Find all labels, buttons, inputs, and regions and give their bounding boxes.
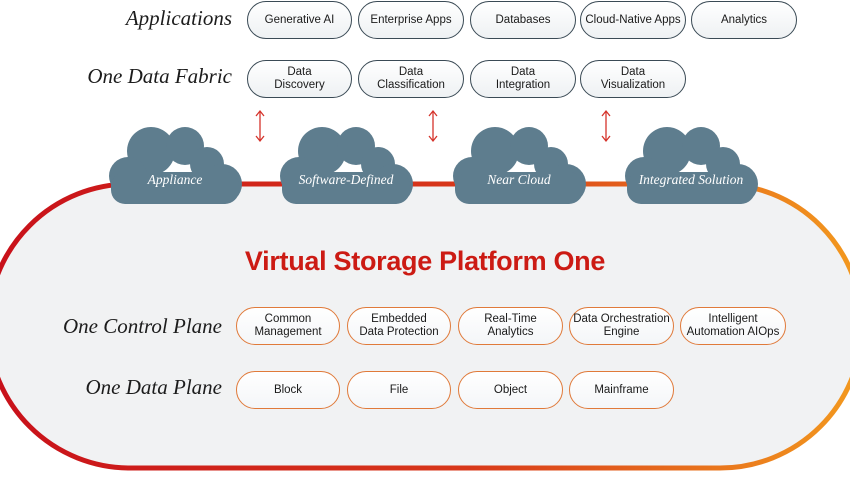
cloud-label: Near Cloud bbox=[487, 172, 551, 187]
data-plane-block[interactable]: Block bbox=[236, 371, 340, 409]
double-arrow-icon bbox=[601, 109, 611, 143]
data-plane-object[interactable]: Object bbox=[458, 371, 563, 409]
data-plane-mainframe[interactable]: Mainframe bbox=[569, 371, 674, 409]
data-plane-label: One Data Plane bbox=[85, 375, 222, 399]
control-real-time-analytics[interactable]: Real-Time Analytics bbox=[458, 307, 563, 345]
app-generative-ai[interactable]: Generative AI bbox=[247, 1, 352, 39]
fabric-data-discovery[interactable]: Data Discovery bbox=[247, 60, 352, 98]
control-common-management[interactable]: Common Management bbox=[236, 307, 340, 345]
cloud-label: Software-Defined bbox=[298, 172, 394, 187]
cloud-software-defined: Software-Defined bbox=[278, 124, 414, 206]
app-cloud-native-apps[interactable]: Cloud-Native Apps bbox=[580, 1, 686, 39]
app-enterprise-apps[interactable]: Enterprise Apps bbox=[358, 1, 464, 39]
applications-label: Applications bbox=[125, 6, 232, 30]
cloud-icon bbox=[109, 127, 242, 204]
cloud-integrated-solution: Integrated Solution bbox=[623, 124, 759, 206]
cloud-label: Integrated Solution bbox=[638, 172, 744, 187]
fabric-data-visualization[interactable]: Data Visualization bbox=[580, 60, 686, 98]
cloud-near-cloud: Near Cloud bbox=[451, 124, 587, 206]
control-data-orchestration-engine[interactable]: Data Orchestration Engine bbox=[569, 307, 674, 345]
double-arrow-icon bbox=[428, 109, 438, 143]
cloud-appliance: Appliance bbox=[107, 124, 243, 206]
fabric-data-integration[interactable]: Data Integration bbox=[470, 60, 576, 98]
control-intelligent-automation-aiops[interactable]: Intelligent Automation AIOps bbox=[680, 307, 786, 345]
data-plane-file[interactable]: File bbox=[347, 371, 451, 409]
data-fabric-label: One Data Fabric bbox=[87, 64, 232, 88]
cloud-label: Appliance bbox=[147, 172, 203, 187]
app-analytics[interactable]: Analytics bbox=[691, 1, 797, 39]
platform-title: Virtual Storage Platform One bbox=[244, 246, 606, 276]
control-embedded-data-protection[interactable]: Embedded Data Protection bbox=[347, 307, 451, 345]
control-plane-label: One Control Plane bbox=[62, 314, 222, 338]
cloud-icon bbox=[625, 127, 758, 204]
cloud-icon bbox=[453, 127, 586, 204]
double-arrow-icon bbox=[255, 109, 265, 143]
fabric-data-classification[interactable]: Data Classification bbox=[358, 60, 464, 98]
app-databases[interactable]: Databases bbox=[470, 1, 576, 39]
cloud-icon bbox=[280, 127, 413, 204]
